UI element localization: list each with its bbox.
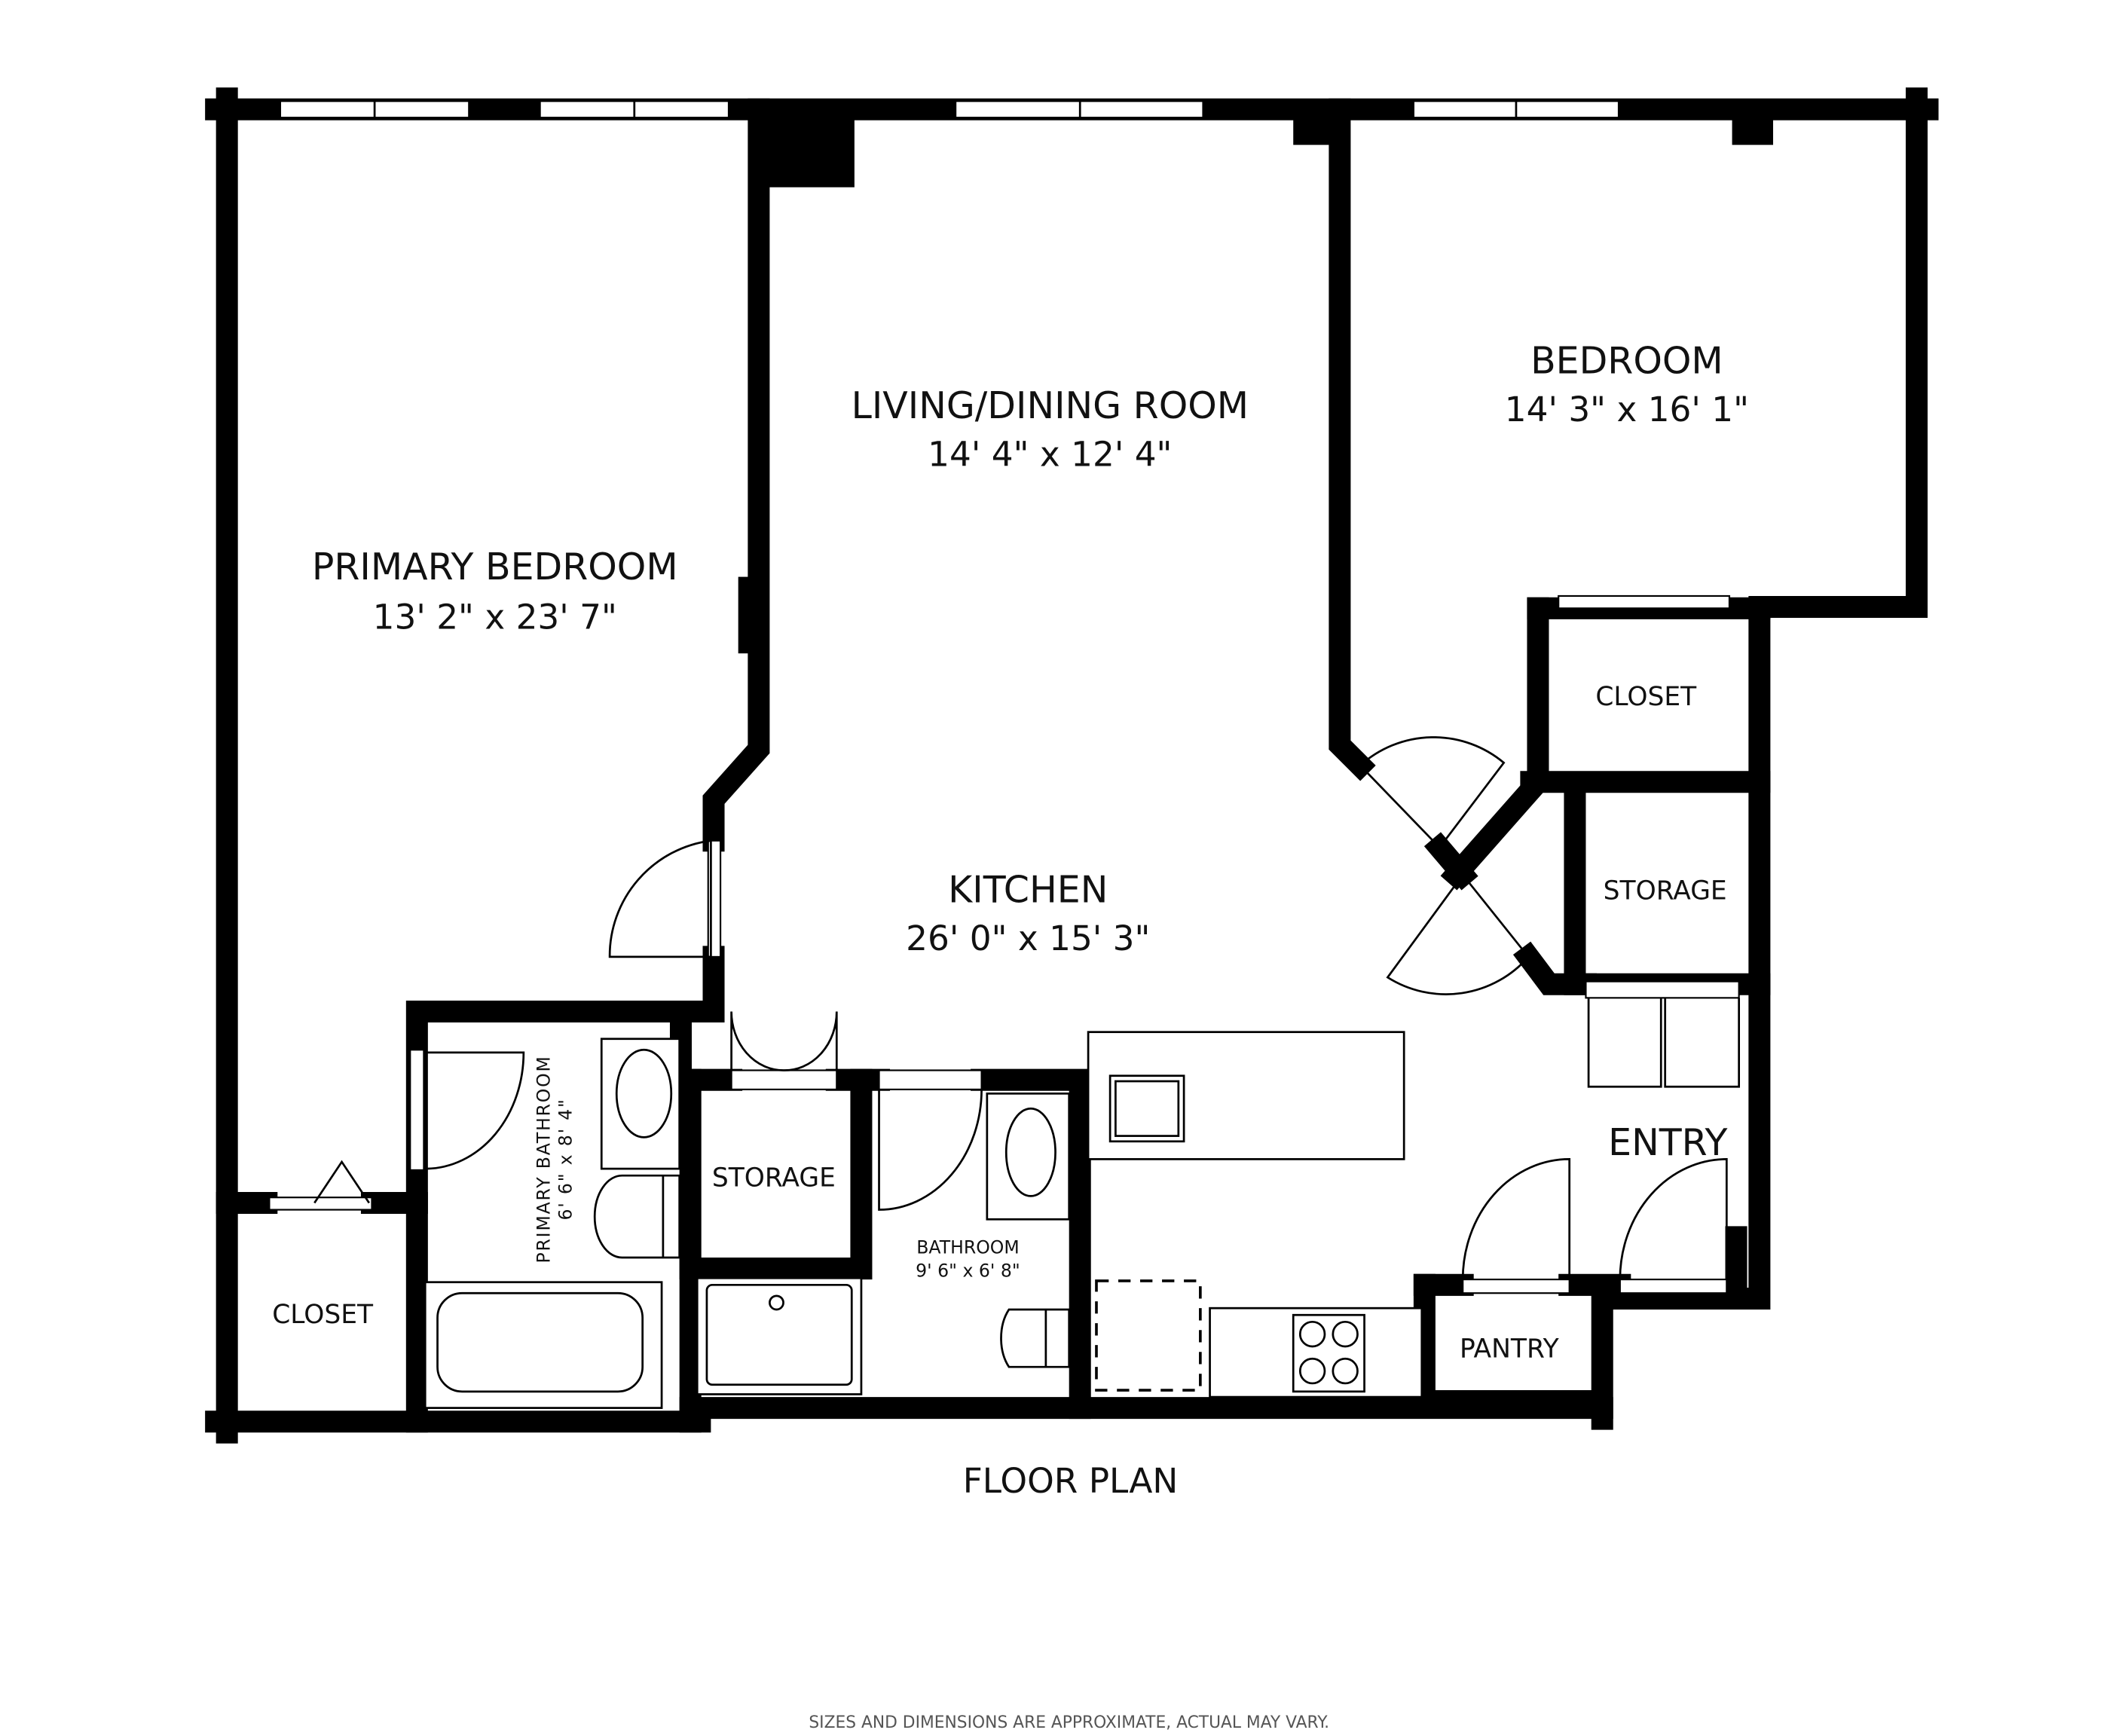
windows (268, 100, 1731, 1211)
room-dims-primary-bedroom: 13' 2" x 23' 7" (373, 598, 617, 637)
room-name-closet-bedroom: CLOSET (1595, 682, 1697, 712)
room-dims-living: 14' 4" x 12' 4" (928, 435, 1172, 475)
room-name-living: LIVING/DINING ROOM (852, 384, 1249, 427)
toilet (1000, 1308, 1071, 1368)
column (738, 576, 759, 654)
sink-bathroom (986, 1092, 1071, 1221)
room-name-pantry: PANTRY (1460, 1334, 1560, 1364)
doors (409, 736, 1741, 1294)
disclaimer: SIZES AND DIMENSIONS ARE APPROXIMATE, AC… (809, 1713, 1329, 1732)
stove-icon (1292, 1313, 1365, 1393)
room-name-primary-bedroom: PRIMARY BEDROOM (312, 546, 678, 588)
room-name-storage-entry: STORAGE (1604, 876, 1727, 906)
room-dims-bathroom: 9' 6" x 6' 8" (916, 1260, 1020, 1281)
walls (205, 87, 1939, 1444)
room-name-bedroom: BEDROOM (1530, 339, 1723, 382)
column (758, 109, 855, 188)
room-dims-primary-bath: 6' 6" x 8' 4" (555, 1098, 576, 1220)
plan-title: FLOOR PLAN (963, 1461, 1179, 1501)
room-dims-bedroom: 14' 3" x 16' 1" (1505, 390, 1749, 429)
fridge-space (1095, 1279, 1202, 1392)
room-name-kitchen: KITCHEN (948, 868, 1108, 911)
room-dims-kitchen: 26' 0" x 15' 3" (906, 918, 1150, 958)
column (1732, 109, 1773, 145)
room-name-storage-center: STORAGE (712, 1163, 836, 1194)
room-name-bathroom: BATHROOM (916, 1237, 1019, 1258)
room-name-entry: ENTRY (1608, 1121, 1727, 1164)
sink-primary-bath (600, 1038, 681, 1170)
column (1293, 109, 1335, 145)
room-name-primary-bath: PRIMARY BATHROOM (533, 1055, 554, 1263)
fixtures (313, 1031, 1423, 1409)
toilet (593, 1174, 681, 1259)
room-name-closet-primary: CLOSET (272, 1300, 374, 1330)
